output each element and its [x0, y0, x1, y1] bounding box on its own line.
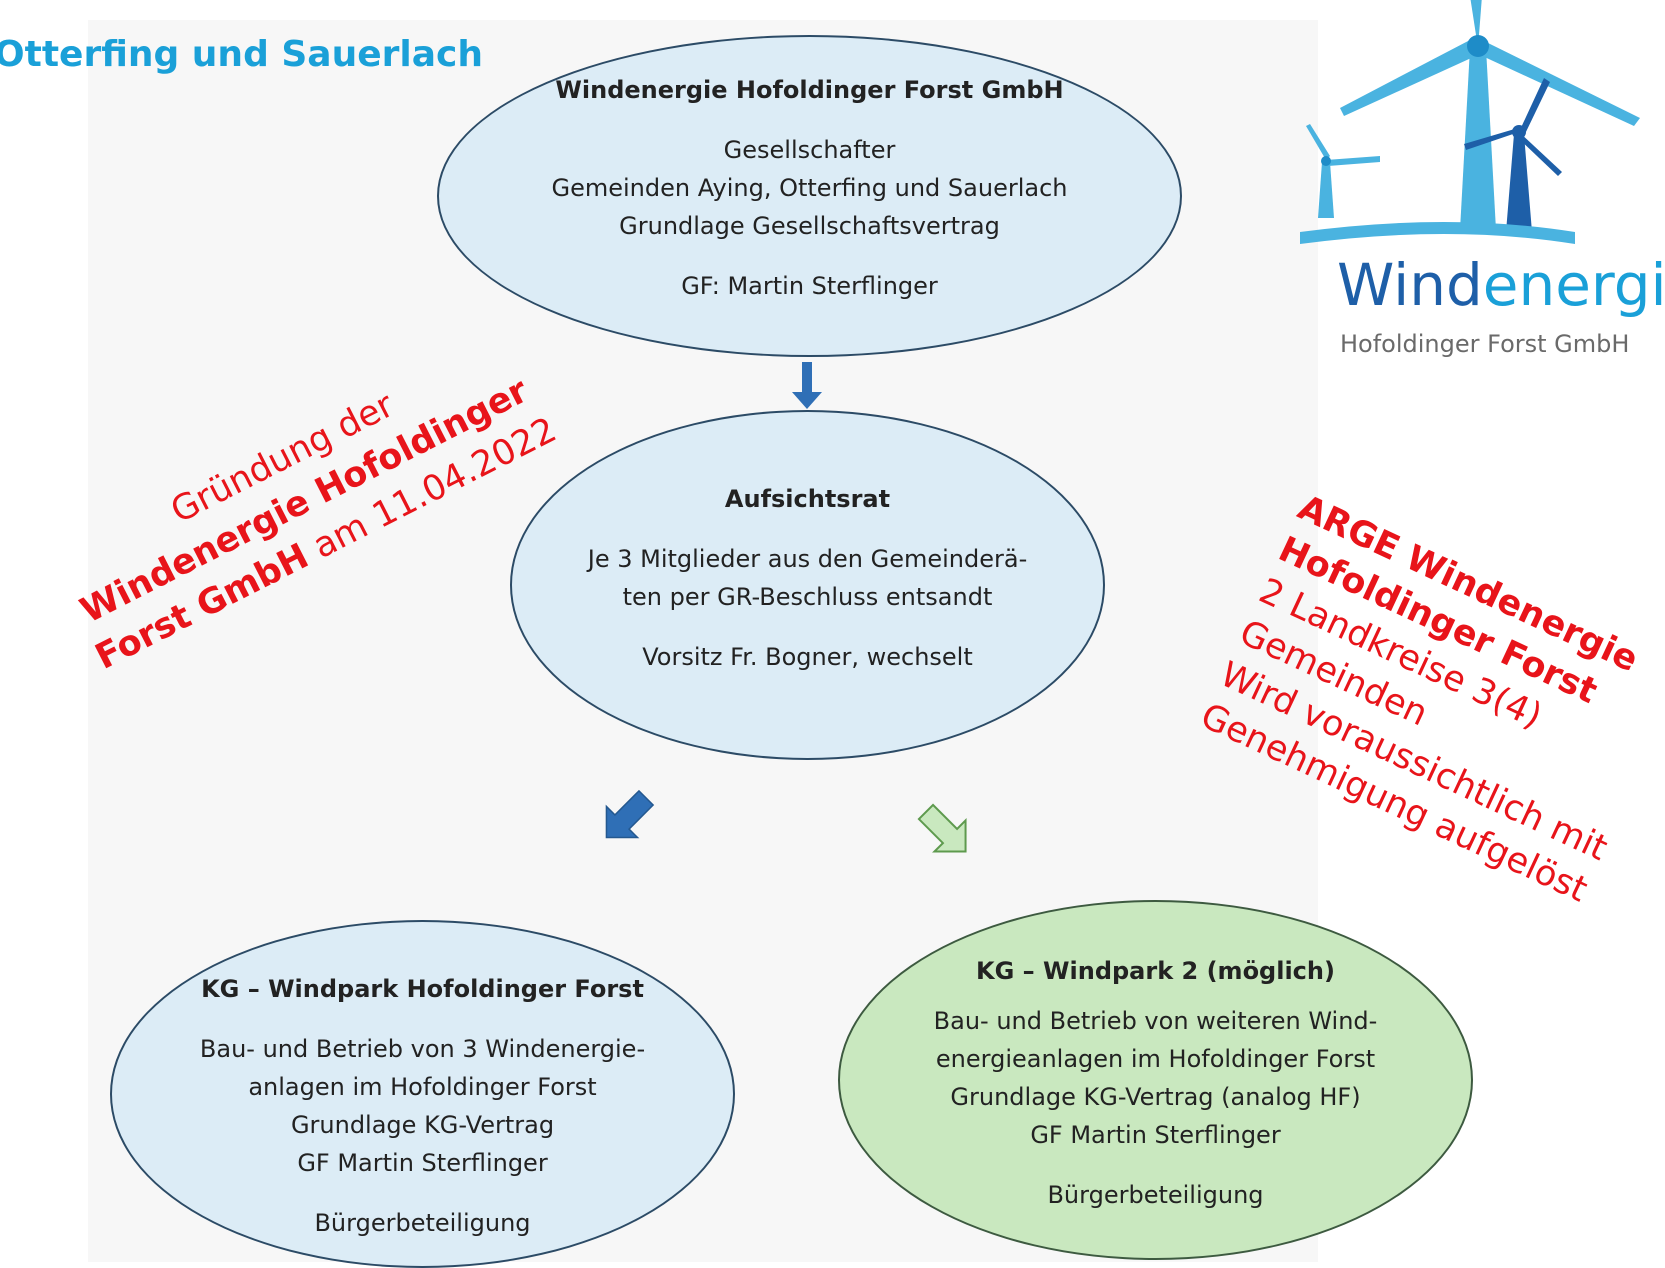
- wind-turbine-logo-icon: [1300, 0, 1640, 244]
- node-aufsichtsrat-line: Je 3 Mitglieder aus den Gemeinderä-: [587, 545, 1028, 573]
- node-kg-windpark-line: GF Martin Sterflinger: [297, 1149, 548, 1177]
- node-gmbh-line: Gesellschafter: [723, 136, 896, 164]
- node-gmbh-title: Windenergie Hofoldinger Forst GmbH: [555, 76, 1064, 104]
- node-kg-windpark-2-line: Bau- und Betrieb von weiteren Wind-: [933, 1007, 1378, 1035]
- node-kg-windpark-2-line: GF Martin Sterflinger: [1030, 1121, 1281, 1149]
- arrow-down-right-icon: [917, 803, 967, 853]
- node-gmbh-line: Grundlage Gesellschaftsvertrag: [619, 212, 1000, 240]
- node-kg-windpark-line: anlagen im Hofoldinger Forst: [248, 1073, 597, 1101]
- node-aufsichtsrat-footer: Vorsitz Fr. Bogner, wechselt: [642, 643, 973, 671]
- node-aufsichtsrat-line: ten per GR-Beschluss entsandt: [622, 583, 993, 611]
- node-gmbh-line: Gemeinden Aying, Otterfing und Sauerlach: [551, 174, 1068, 202]
- node-gmbh-footer: GF: Martin Sterflinger: [681, 272, 938, 300]
- logo-wordmark-energie: energie: [1482, 251, 1665, 319]
- node-kg-windpark-footer: Bürgerbeteiligung: [314, 1209, 531, 1237]
- node-kg-windpark-2-footer: Bürgerbeteiligung: [1047, 1181, 1264, 1209]
- node-kg-windpark-2: KG – Windpark 2 (möglich) Bau- und Betri…: [838, 900, 1473, 1260]
- node-kg-windpark-2-title: KG – Windpark 2 (möglich): [976, 957, 1335, 985]
- arrow-down-icon: [792, 362, 822, 409]
- logo-subtitle: Hofoldinger Forst GmbH: [1340, 330, 1630, 358]
- arrow-down-left-icon: [605, 789, 655, 839]
- node-aufsichtsrat-title: Aufsichtsrat: [724, 485, 891, 513]
- logo-wordmark: Windenergie: [1337, 255, 1665, 315]
- node-gmbh: Windenergie Hofoldinger Forst GmbH Gesel…: [437, 35, 1182, 357]
- node-aufsichtsrat: Aufsichtsrat Je 3 Mitglieder aus den Gem…: [510, 410, 1105, 760]
- node-kg-windpark-title: KG – Windpark Hofoldinger Forst: [201, 975, 644, 1003]
- node-kg-windpark-line: Grundlage KG-Vertrag: [290, 1111, 555, 1139]
- page-title: Otterfing und Sauerlach: [0, 34, 483, 75]
- node-kg-windpark-line: Bau- und Betrieb von 3 Windenergie-: [199, 1035, 646, 1063]
- logo-wordmark-wind: Wind: [1337, 251, 1483, 319]
- node-kg-windpark-2-line: Grundlage KG-Vertrag (analog HF): [950, 1083, 1361, 1111]
- node-kg-windpark-2-line: energieanlagen im Hofoldinger Forst: [935, 1045, 1376, 1073]
- node-kg-windpark: KG – Windpark Hofoldinger Forst Bau- und…: [110, 920, 735, 1268]
